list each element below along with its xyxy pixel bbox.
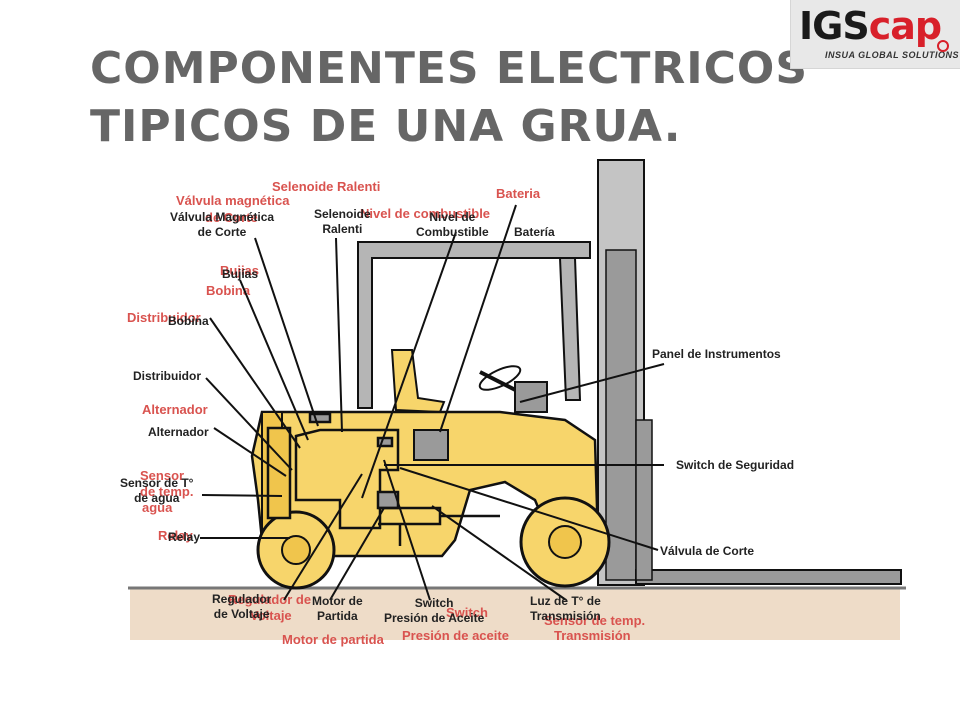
steering-column [478,365,548,413]
page-title: COMPONENTES ELECTRICOS TIPICOS DE UNA GR… [90,40,808,156]
label-valvula-magnetica-line-2: de Corte [197,225,247,239]
label-motor-line-2: Partida [316,609,358,623]
ghost-label-alternador: Alternador [142,402,208,417]
front-wheel [519,496,611,588]
label-nivel-line-2: Combustible [416,225,489,239]
ghost-label-bateria: Bateria [496,186,541,201]
brand-logo-wordmark: IGScap [799,4,942,48]
label-motor-partida: Motor de Partida [312,594,363,624]
brand-logo-word-red: cap [868,4,942,48]
label-relay: Relay [168,530,201,544]
page-title-line-2: TIPICOS DE UNA GRUA. [90,101,682,152]
label-luz-transmision: Luz de T° de Transmisión [530,594,601,624]
ghost-label-sensor-3: agua [142,500,173,515]
ghost-label-selenoide: Selenoide Ralenti [272,179,380,194]
label-selenoide-line-2: Ralenti [322,222,363,236]
ghost-label-presion-1: Switch [446,605,488,620]
brand-logo: IGScap INSUA GLOBAL SOLUTIONS [790,0,960,69]
leader-bateria [439,204,517,433]
leader-bobina [209,317,301,449]
label-valvula-corte: Válvula de Corte [660,544,755,558]
label-alternador: Alternador [148,425,209,439]
label-regulador-voltaje: Regulador de Voltaje [212,592,271,622]
label-motor-line-1: Motor de [312,594,363,608]
label-bobina: Bobina [168,314,209,328]
leader-switch-presion [383,459,431,601]
brand-logo-word-dark: IGS [799,4,870,48]
page-title-line-1: COMPONENTES ELECTRICOS [90,43,809,94]
ghost-label-valvula-1: Válvula magnética [176,193,290,208]
label-selenoide: Selenoide Ralenti [314,207,371,237]
label-luz-line-1: Luz de T° de [530,594,601,608]
ghost-label-bujias: Bujias [220,263,259,278]
forklift-mast [597,159,902,586]
leader-alternador [213,427,287,477]
rear-wheel [256,510,336,590]
ghost-labels: Selenoide Ralenti Válvula magnética de C… [127,179,645,647]
label-regulador-line-1: Regulador [212,592,272,606]
label-selenoide-line-1: Selenoide [314,207,371,221]
label-switch-seguridad: Switch de Seguridad [676,458,795,472]
leader-motor [329,507,385,601]
ghost-label-sensor-1: Sensor [140,468,184,483]
label-nivel-combustible: Nivel de Combustible [416,210,489,240]
ghost-label-regulador-1: Regulador de [228,592,311,607]
label-sensor-temp-agua: Sensor de T° de agua [120,476,193,506]
brand-swirl-icon [937,40,949,52]
leader-selenoide [335,237,343,433]
brand-logo-tagline: INSUA GLOBAL SOLUTIONS [825,50,960,60]
leader-sensor [201,494,283,497]
label-valvula-magnetica: Válvula Magnética de Corte [170,210,274,240]
ghost-label-transmision: Transmisión [554,628,631,643]
leader-panel [519,363,665,403]
ground-shadow [130,588,900,640]
label-distribuidor: Distribuidor [133,369,201,383]
battery-box [413,429,449,461]
label-bujias: Bujías [222,267,259,281]
ghost-label-bobina: Bobina [206,283,251,298]
label-switch-presion-line-1: Switch [414,596,454,610]
label-bateria: Batería [514,225,555,239]
ghost-label-relay: Relay [158,528,193,543]
overhead-guard [357,241,591,409]
ghost-label-valvula-2: de Corte [205,210,258,225]
label-luz-line-2: Transmisión [530,609,601,623]
label-switch-presion-line-2: Presión de Aceite [384,611,485,625]
leader-bujias [239,279,309,441]
leader-valvula-corte [399,467,659,551]
ghost-label-distribuidor: Distribuidor [127,310,201,325]
ghost-label-presion-2: Presión de aceite [402,628,509,643]
ghost-label-motor: Motor de partida [282,632,385,647]
leader-distribuidor [205,377,293,471]
ghost-label-regulador-2: Voltaje [250,608,292,623]
leader-regulador [283,473,363,601]
label-switch-presion-aceite: Switch Presión de Aceite [384,596,484,626]
ghost-label-sensor-temp: Sensor de temp. [544,613,645,628]
label-valvula-magnetica-line-1: Válvula Magnética [170,210,275,224]
leader-valvula-magnetica [254,237,319,427]
label-sensor-line-2: de agua [134,491,180,505]
label-regulador-line-2: de Voltaje [213,607,270,621]
leader-lines [200,204,665,601]
ghost-label-sensor-2: de temp. [140,484,193,499]
operator-seat [390,349,446,414]
label-panel-instrumentos: Panel de Instrumentos [652,347,781,361]
leader-nivel [361,231,457,499]
label-sensor-line-1: Sensor de T° [120,476,194,490]
ghost-label-nivel: Nivel de combustible [360,206,490,221]
leader-luz [431,505,567,601]
label-nivel-line-1: Nivel de [429,210,476,224]
